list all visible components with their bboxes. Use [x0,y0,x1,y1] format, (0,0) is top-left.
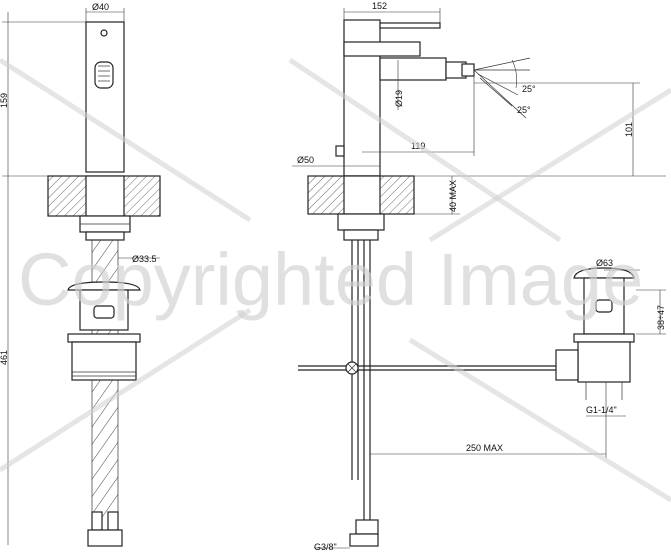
side-spout-height-label: 101 [624,122,634,137]
side-spout-length-label: 152 [372,1,387,11]
watermark: Copyrighted Image [0,57,671,503]
side-base-diameter-label: Ø50 [297,155,314,165]
waste-lever [555,349,579,381]
front-hose-diameter-label: Ø33.5 [132,254,157,264]
front-height-label: 159 [0,93,9,108]
waste-detail: Ø63 G1-1/4" 38÷47 [555,258,666,417]
waste-depth-label: 38÷47 [656,305,666,330]
waste-plug-diameter-label: Ø63 [596,258,613,268]
spray-angle-top-label: 25° [522,84,536,94]
spray-angle-bottom-label: 25° [517,105,531,115]
side-deck-thickness-label: 40 MAX [448,180,458,212]
front-diameter-label: Ø40 [92,2,109,12]
front-total-label: 461 [0,350,9,365]
side-view: 152 25° 25° Ø19 119 Ø50 101 [292,1,666,552]
front-view: Ø40 159 461 Ø33.5 [0,2,161,547]
hose-thread-label: G3/8" [314,542,337,552]
watermark-text: Copyrighted Image [18,238,643,321]
rod-length-label: 250 MAX [466,443,503,453]
faucet-body [85,21,125,173]
waste-thread-label: G1-1/4" [586,405,617,415]
side-spout-diameter-label: Ø19 [394,90,404,107]
